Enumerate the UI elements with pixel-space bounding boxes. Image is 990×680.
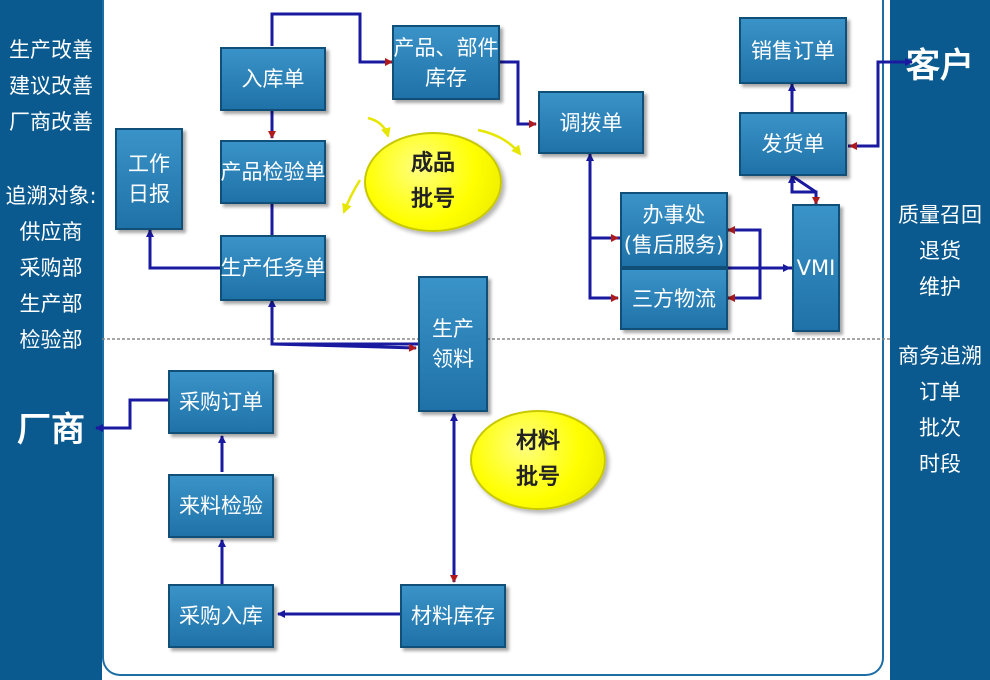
arrow-transfer-to-logistics <box>588 238 619 302</box>
quality-list: 质量召回 退货 维护 <box>898 203 982 299</box>
work-report-box[interactable]: 工作 日报 <box>115 128 183 230</box>
purchase-order-box[interactable]: 采购订单 <box>168 370 274 434</box>
arrow-vmi-to-logistics <box>727 268 762 302</box>
arrow-task-to-report <box>146 229 222 270</box>
transfer-box[interactable]: 调拨单 <box>538 91 644 154</box>
purchase-inbound-box[interactable]: 采购入库 <box>168 584 274 648</box>
sales-order-box[interactable]: 销售订单 <box>739 17 847 84</box>
product-inventory-box[interactable]: 产品、部件 库存 <box>392 25 500 100</box>
arrow-inventory-to-transfer <box>500 60 537 128</box>
batch-curve-bottom-left <box>342 179 362 214</box>
finished-batch-oval: 成品 批号 <box>364 132 502 232</box>
arrow-shipping-to-vmi <box>791 174 820 205</box>
trace-target-list: 追溯对象: 供应商 采购部 生产部 检验部 <box>5 184 97 352</box>
material-inventory-box[interactable]: 材料库存 <box>400 584 506 648</box>
shipping-box[interactable]: 发货单 <box>739 112 847 176</box>
batch-curve-top-right <box>477 128 522 156</box>
customer-label: 客户 <box>906 46 974 86</box>
material-batch-oval: 材料 批号 <box>470 410 606 510</box>
incoming-inspection-box[interactable]: 来料检验 <box>168 474 274 538</box>
arrow-task-to-requisition <box>271 342 417 352</box>
production-task-box[interactable]: 生产任务单 <box>220 235 326 301</box>
improvement-list: 生产改善 建议改善 厂商改善 <box>9 38 93 134</box>
batch-curve-top-left <box>367 116 391 138</box>
vmi-box[interactable]: VMI <box>792 204 840 332</box>
material-requisition-box[interactable]: 生产 领料 <box>418 276 488 412</box>
arrow-office-to-transfer <box>586 153 620 240</box>
arrow-inbound-to-inventory <box>270 12 393 66</box>
business-list: 商务追溯 订单 批次 时段 <box>898 344 982 476</box>
right-panel: 客户 质量召回 退货 维护 商务追溯 订单 批次 时段 <box>890 0 990 680</box>
left-panel: 生产改善 建议改善 厂商改善 追溯对象: 供应商 采购部 生产部 检验部 厂商 <box>0 0 102 680</box>
arrow-order-to-vendor <box>95 398 168 432</box>
vendor-label: 厂商 <box>17 410 85 450</box>
inbound-box[interactable]: 入库单 <box>220 47 326 111</box>
arrow-requisition-to-task <box>268 299 418 346</box>
product-inspection-box[interactable]: 产品检验单 <box>220 140 326 204</box>
third-party-logistics-box[interactable]: 三方物流 <box>620 268 728 330</box>
office-box[interactable]: 办事处 (售后服务) <box>620 192 728 268</box>
arrow-shipping-to-customer <box>848 58 913 148</box>
arrow-vmi-to-office <box>727 226 792 270</box>
